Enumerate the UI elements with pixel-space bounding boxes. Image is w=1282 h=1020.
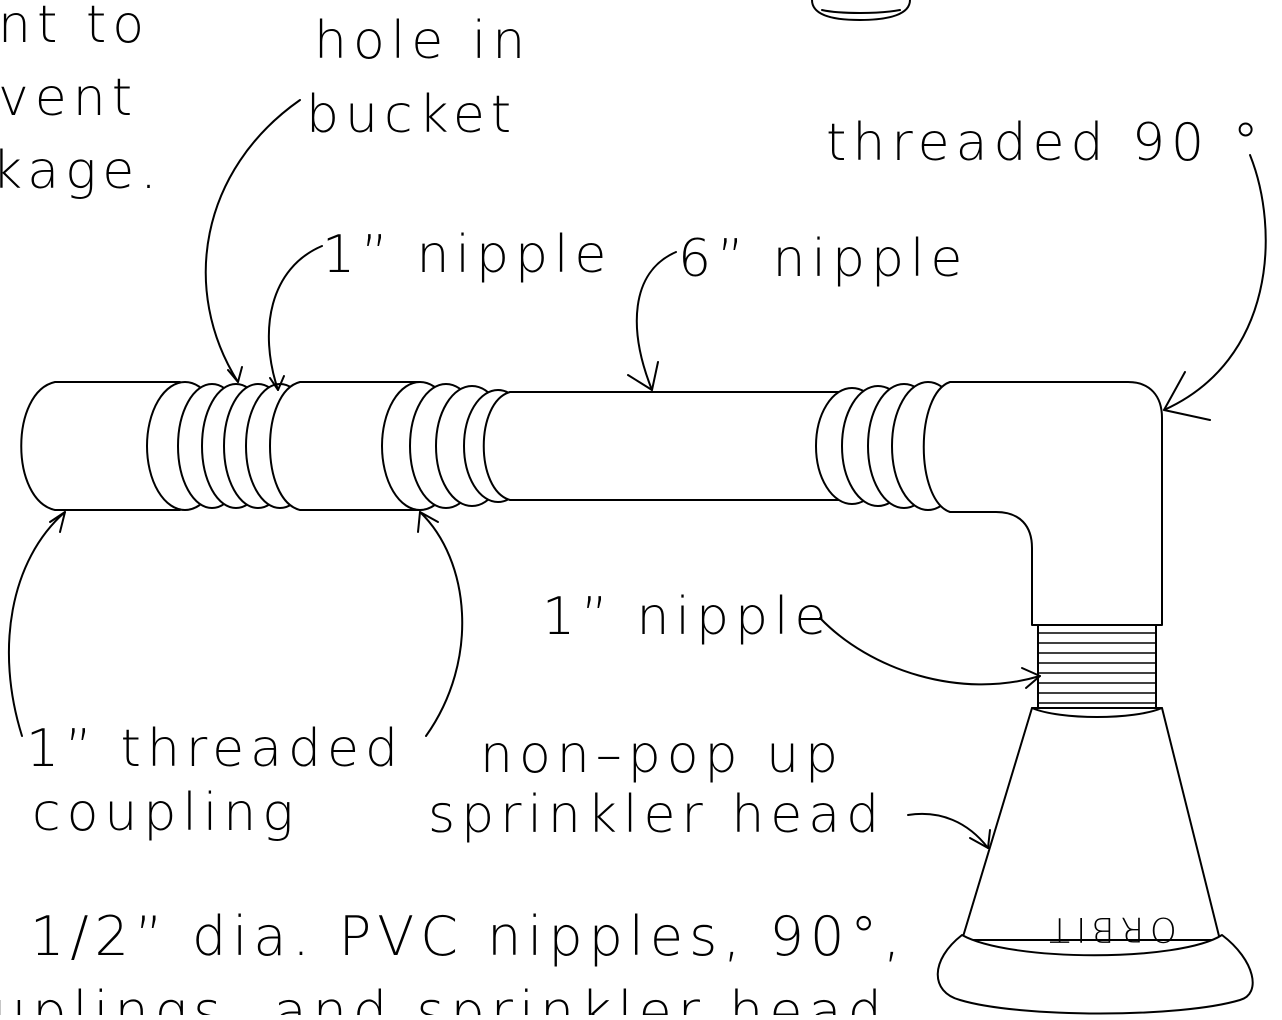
vertical-nipple-threads bbox=[1037, 624, 1157, 718]
six-inch-nipple-label: 6” nipple bbox=[678, 229, 968, 289]
top-left-text-line3: kage. bbox=[0, 141, 163, 201]
leader-lines bbox=[7, 99, 1267, 849]
brand-text: ORBIT bbox=[1043, 909, 1176, 949]
one-inch-nipple-bottom-label: 1” nipple bbox=[542, 587, 832, 647]
threaded-90-elbow bbox=[922, 381, 1163, 626]
hole-in-bucket-line1: hole in bbox=[314, 11, 531, 71]
sprinkler-label-line1: non–pop up bbox=[480, 725, 844, 785]
top-left-text-line1: nt to bbox=[0, 0, 150, 55]
sprinkler-head bbox=[936, 707, 1254, 1015]
six-inch-nipple bbox=[482, 391, 851, 501]
note-line1: 1/2” dia. PVC nipples, 90°, bbox=[30, 905, 906, 968]
top-left-text-line2: vent bbox=[0, 68, 138, 128]
left-coupling bbox=[20, 381, 181, 511]
sprinkler-brand-mark: ORBIT bbox=[1043, 909, 1176, 949]
sprinkler-label-line2: sprinkler head bbox=[428, 785, 885, 845]
coupling-label-line2: coupling bbox=[32, 783, 299, 843]
threaded-90-label: threaded 90 ° bbox=[826, 113, 1265, 173]
note-line2: uplings, and sprinkler head bbox=[0, 980, 888, 1015]
coupling-label-line1: 1” threaded bbox=[26, 719, 404, 779]
bucket-bottom-edge bbox=[811, 0, 911, 21]
one-inch-nipple-top-label: 1” nipple bbox=[322, 225, 612, 285]
hole-in-bucket-line2: bucket bbox=[306, 85, 517, 145]
middle-coupling bbox=[269, 381, 421, 511]
